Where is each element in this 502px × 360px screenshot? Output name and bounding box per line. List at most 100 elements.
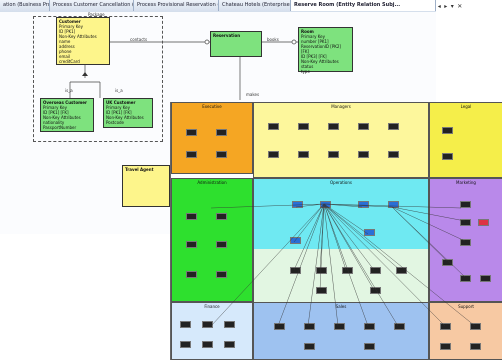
entity-field: ReservationID [PK2] [FK] <box>301 44 341 54</box>
entity-field: status <box>301 64 314 69</box>
entity-field: name <box>59 39 71 44</box>
package-label: Package_ <box>88 12 107 17</box>
switch-icon <box>358 201 369 208</box>
desk-icon <box>470 323 481 330</box>
discriminator-label: is_a <box>65 88 73 93</box>
desk-icon <box>442 259 453 266</box>
desk-icon <box>180 341 191 348</box>
zone-support[interactable]: Support <box>429 302 502 360</box>
entity-field: ID [PK1] [FK] <box>106 110 132 115</box>
desk-icon <box>216 213 227 220</box>
network-links <box>210 203 476 327</box>
scroll-right-icon[interactable]: ▸ <box>444 2 448 10</box>
desk-icon <box>216 151 227 158</box>
entity-title: Reservation <box>213 33 241 38</box>
desk-icon <box>298 151 309 158</box>
entity-field: nationality <box>43 120 65 125</box>
desk-icon <box>460 201 471 208</box>
entity-field: Primary Key <box>106 105 130 110</box>
desk-icon <box>440 343 451 350</box>
desk-icon <box>290 267 301 274</box>
desk-icon <box>388 123 399 130</box>
entity-title: Travel Agent <box>125 167 154 172</box>
entity-overseas-customer[interactable]: Overseas Customer Primary Key ID [PK1] [… <box>40 98 94 132</box>
entity-title: Overseas Customer <box>43 100 87 105</box>
desk-icon <box>364 343 375 350</box>
entity-field: ID [PK1] <box>59 29 76 34</box>
entity-reservation[interactable]: Reservation <box>210 31 262 57</box>
entity-field: address <box>59 44 75 49</box>
desk-icon <box>268 151 279 158</box>
switch-icon <box>292 201 303 208</box>
desk-icon <box>216 241 227 248</box>
entity-uk-customer[interactable]: UK Customer Primary Key ID [PK1] [FK] No… <box>103 98 153 128</box>
entity-title: Room <box>301 29 314 34</box>
zone-title: Marketing <box>456 180 476 185</box>
entity-field: ID [PK3] [FK] <box>301 54 327 59</box>
tab-process-customer-cancellation[interactable]: Process Customer Cancellation (Business … <box>50 0 134 11</box>
desk-icon <box>180 321 191 328</box>
entity-field: Non-Key Attributes <box>59 34 97 39</box>
zone-marketing[interactable]: Marketing <box>429 178 502 302</box>
desk-icon <box>186 129 197 136</box>
desk-icon <box>364 323 375 330</box>
close-icon[interactable]: ✕ <box>457 2 463 10</box>
entity-field: Non-Key Attributes <box>301 59 339 64</box>
desk-icon <box>186 241 197 248</box>
tab-list-icon[interactable]: ▾ <box>450 2 454 10</box>
scroll-left-icon[interactable]: ◂ <box>437 2 441 10</box>
desk-icon <box>334 323 345 330</box>
zone-title: Finance <box>204 304 220 309</box>
desk-icon <box>316 267 327 274</box>
desk-icon <box>358 123 369 130</box>
printer-icon <box>478 219 489 226</box>
zone-legal[interactable]: Legal <box>429 102 502 178</box>
desk-icon <box>186 271 197 278</box>
entity-room[interactable]: Room Primary Key number [PK1] Reservatio… <box>298 27 353 74</box>
desk-icon <box>442 127 453 134</box>
entity-field: Postcode <box>106 120 125 125</box>
desk-icon <box>304 323 315 330</box>
entity-customer[interactable]: Customer Primary Key ID [PK1] Non-Key At… <box>56 17 110 65</box>
package-frame[interactable] <box>33 16 163 142</box>
desk-icon <box>442 153 453 160</box>
entity-field: type <box>301 69 310 74</box>
zone-executive[interactable]: Executive <box>171 102 253 174</box>
zone-operations[interactable]: Operations <box>253 178 429 302</box>
zone-title: Legal <box>460 104 472 109</box>
desk-icon <box>460 219 471 226</box>
desk-icon <box>304 343 315 350</box>
zone-sales[interactable]: Sales <box>253 302 429 360</box>
tab-process-provisional-reservation[interactable]: Process Provisional Reservation (Busines… <box>134 0 219 11</box>
entity-travel-agent[interactable]: Travel Agent <box>122 165 170 207</box>
desk-icon <box>440 323 451 330</box>
relationship-label: books <box>267 37 279 42</box>
tab-chateau-hotels[interactable]: Chateau Hotels (Enterprise Direction) <box>219 0 291 11</box>
entity-title: UK Customer <box>106 100 136 105</box>
relationship-label: makes <box>246 92 260 97</box>
network-zone-diagram[interactable]: Executive Managers Legal Administration … <box>170 102 502 360</box>
zone-title: Support <box>458 304 474 309</box>
zone-title: Managers <box>331 104 351 109</box>
zone-administration[interactable]: Administration <box>171 178 253 302</box>
tab-reserve-room[interactable]: Reserve Room (Entity Relation Subj... <box>291 0 436 11</box>
zone-managers[interactable]: Managers <box>253 102 429 178</box>
desk-icon <box>394 323 405 330</box>
desk-icon <box>316 287 327 294</box>
entity-field: Non-Key Attributes <box>106 115 144 120</box>
desk-icon <box>388 151 399 158</box>
desk-icon <box>460 275 471 282</box>
desk-icon <box>470 343 481 350</box>
tab-process[interactable]: ation (Business Proc... <box>0 0 50 11</box>
discriminator-label: is_a <box>115 88 123 93</box>
zone-finance[interactable]: Finance <box>171 302 253 360</box>
desk-icon <box>328 123 339 130</box>
desk-icon <box>480 275 491 282</box>
entity-field: email <box>59 54 71 59</box>
desk-icon <box>358 151 369 158</box>
relationship-label: contacts <box>130 37 148 42</box>
entity-field: Non-Key Attributes <box>43 115 81 120</box>
entity-field: creditCard <box>59 59 80 64</box>
desk-icon <box>186 151 197 158</box>
document-tab-bar: ation (Business Proc... Process Customer… <box>0 0 436 13</box>
